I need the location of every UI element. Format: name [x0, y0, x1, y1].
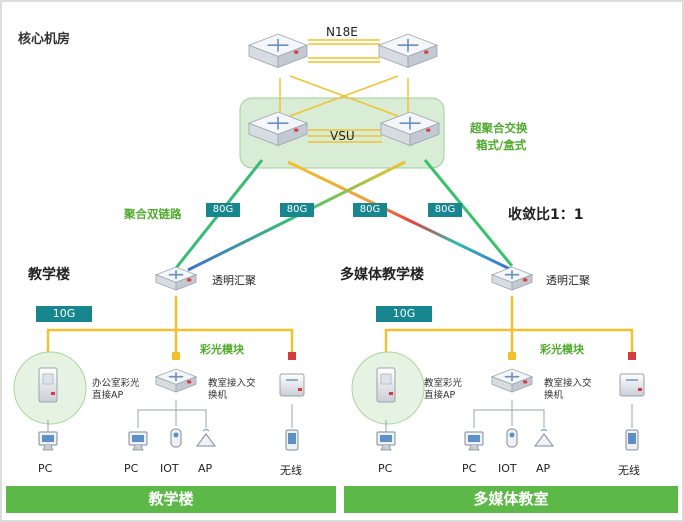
core-room-title: 核心机房: [18, 32, 71, 47]
wireless-ap-icon: [279, 373, 305, 397]
ap-icon: [196, 429, 216, 447]
teaching-module-label: 彩光模块: [200, 343, 244, 356]
device-label-ap: AP: [198, 462, 213, 475]
wall-ap-icon: [376, 367, 396, 403]
device-label-pc: PC: [462, 462, 477, 475]
vsu-label: VSU: [330, 129, 355, 143]
aggregation-label: 聚合双链路: [124, 207, 182, 221]
module-marker: [628, 352, 636, 360]
access-switch-icon: [154, 368, 198, 393]
wireless-client-icon: [625, 429, 639, 451]
bandwidth-badge: 80G: [428, 203, 462, 217]
bandwidth-badge: 80G: [206, 203, 240, 217]
core-switches: [247, 33, 441, 147]
teaching-agg-label: 透明汇聚: [212, 274, 256, 287]
device-label-ap: AP: [536, 462, 551, 475]
aggregation-switch-icon: [154, 266, 198, 291]
wireless-client-icon: [285, 429, 299, 451]
module-marker: [172, 352, 180, 360]
core-links: [279, 39, 409, 143]
device-label-wireless: 无线: [618, 464, 640, 477]
device-label-iot: IOT: [160, 462, 179, 475]
pc-icon: [376, 431, 396, 451]
access-switch-icon: [490, 368, 534, 393]
module-marker: [508, 352, 516, 360]
teaching-access-switch-label: 教室接入交换机: [208, 378, 256, 401]
device-links: [47, 400, 633, 432]
device-label-wireless: 无线: [280, 464, 302, 477]
switch-desc-line1: 超聚合交换: [470, 121, 528, 135]
media-access-switch-label: 教室接入交换机: [544, 378, 592, 401]
iot-icon: [506, 428, 518, 448]
media-building-footer: 多媒体教室: [344, 486, 678, 513]
teaching-bandwidth-badge: 10G: [36, 306, 92, 322]
iot-icon: [170, 428, 182, 448]
pc-icon: [128, 431, 148, 451]
bandwidth-badge: 80G: [280, 203, 314, 217]
core-switch-icon: [247, 33, 309, 69]
media-bandwidth-badge: 10G: [376, 306, 432, 322]
office-ap-label: 办公室彩光直接AP: [92, 378, 140, 401]
core-switch-icon: [379, 111, 441, 147]
wall-ap-icon: [38, 367, 58, 403]
stack-label: N18E: [326, 25, 358, 39]
device-label-iot: IOT: [498, 462, 517, 475]
core-switch-icon: [247, 111, 309, 147]
teaching-building-title: 教学楼: [28, 267, 70, 283]
wireless-ap-icon: [619, 373, 645, 397]
ratio-label: 收敛比1：1: [508, 207, 584, 223]
pc-icon: [464, 431, 484, 451]
switch-desc-line2: 箱式/盒式: [476, 138, 527, 152]
teaching-building-footer: 教学楼: [6, 486, 336, 513]
aggregation-switch-icon: [490, 266, 534, 291]
classroom-ap-label: 教室彩光直接AP: [424, 378, 463, 401]
devices: [38, 266, 645, 451]
device-label-pc: PC: [378, 462, 393, 475]
media-module-label: 彩光模块: [540, 343, 584, 356]
module-marker: [288, 352, 296, 360]
media-building-title: 多媒体教学楼: [340, 267, 424, 283]
bandwidth-badge: 80G: [353, 203, 387, 217]
media-agg-label: 透明汇聚: [546, 274, 590, 287]
ap-icon: [534, 429, 554, 447]
core-switch-icon: [377, 33, 439, 69]
pc-icon: [38, 431, 58, 451]
device-label-pc: PC: [38, 462, 53, 475]
device-label-pc: PC: [124, 462, 139, 475]
